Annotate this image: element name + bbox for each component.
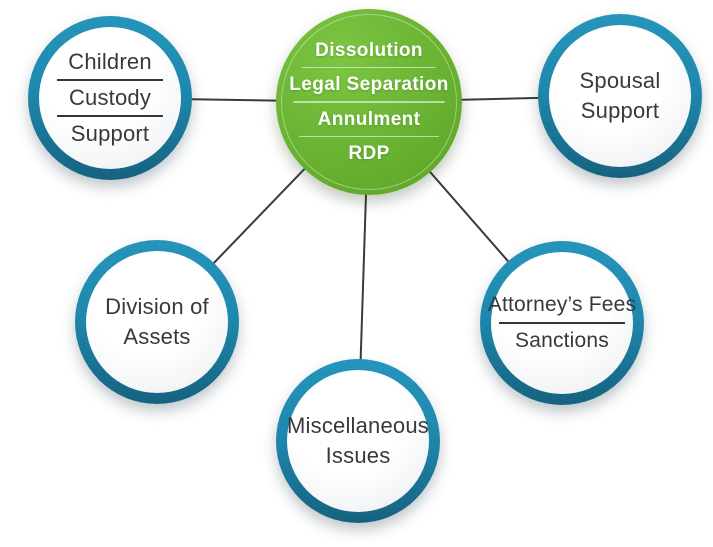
node-body: Miscellaneous Issues (287, 370, 429, 512)
node-attorneys-fees-sanctions: Attorney’s Fees Sanctions (480, 241, 644, 405)
label-division-of-assets: Division of Assets (105, 294, 209, 349)
node-body: Spousal Support (549, 25, 691, 167)
item-sanctions: Sanctions (514, 329, 610, 352)
center-item-annulment: Annulment (317, 108, 421, 130)
divider (57, 115, 163, 117)
center-node-dissolution: Dissolution Legal Separation Annulment R… (276, 9, 462, 195)
center-item-legal-separation: Legal Separation (289, 74, 449, 96)
item-attorneys-fees: Attorney’s Fees (487, 293, 637, 316)
node-body: Children Custody Support (39, 27, 181, 169)
node-division-of-assets: Division of Assets (75, 240, 239, 404)
item-children: Children (68, 49, 152, 74)
center-item-rdp: RDP (348, 143, 390, 165)
label-miscellaneous-issues: Miscellaneous Issues (287, 413, 430, 468)
center-item-dissolution: Dissolution (315, 39, 423, 61)
divider (57, 79, 163, 81)
node-body: Attorney’s Fees Sanctions (488, 252, 636, 394)
item-support: Support (70, 121, 150, 146)
center-node-text-stack: Dissolution Legal Separation Annulment R… (289, 34, 449, 171)
node-spousal-support: Spousal Support (538, 14, 702, 178)
divider (293, 101, 445, 103)
divider (299, 135, 439, 138)
divider (499, 322, 625, 324)
label-spousal-support: Spousal Support (579, 68, 661, 123)
divider (302, 66, 436, 69)
node-children-custody-support: Children Custody Support (28, 16, 192, 180)
node-miscellaneous-issues: Miscellaneous Issues (276, 359, 440, 523)
node-body: Division of Assets (86, 251, 228, 393)
item-custody: Custody (68, 85, 152, 110)
